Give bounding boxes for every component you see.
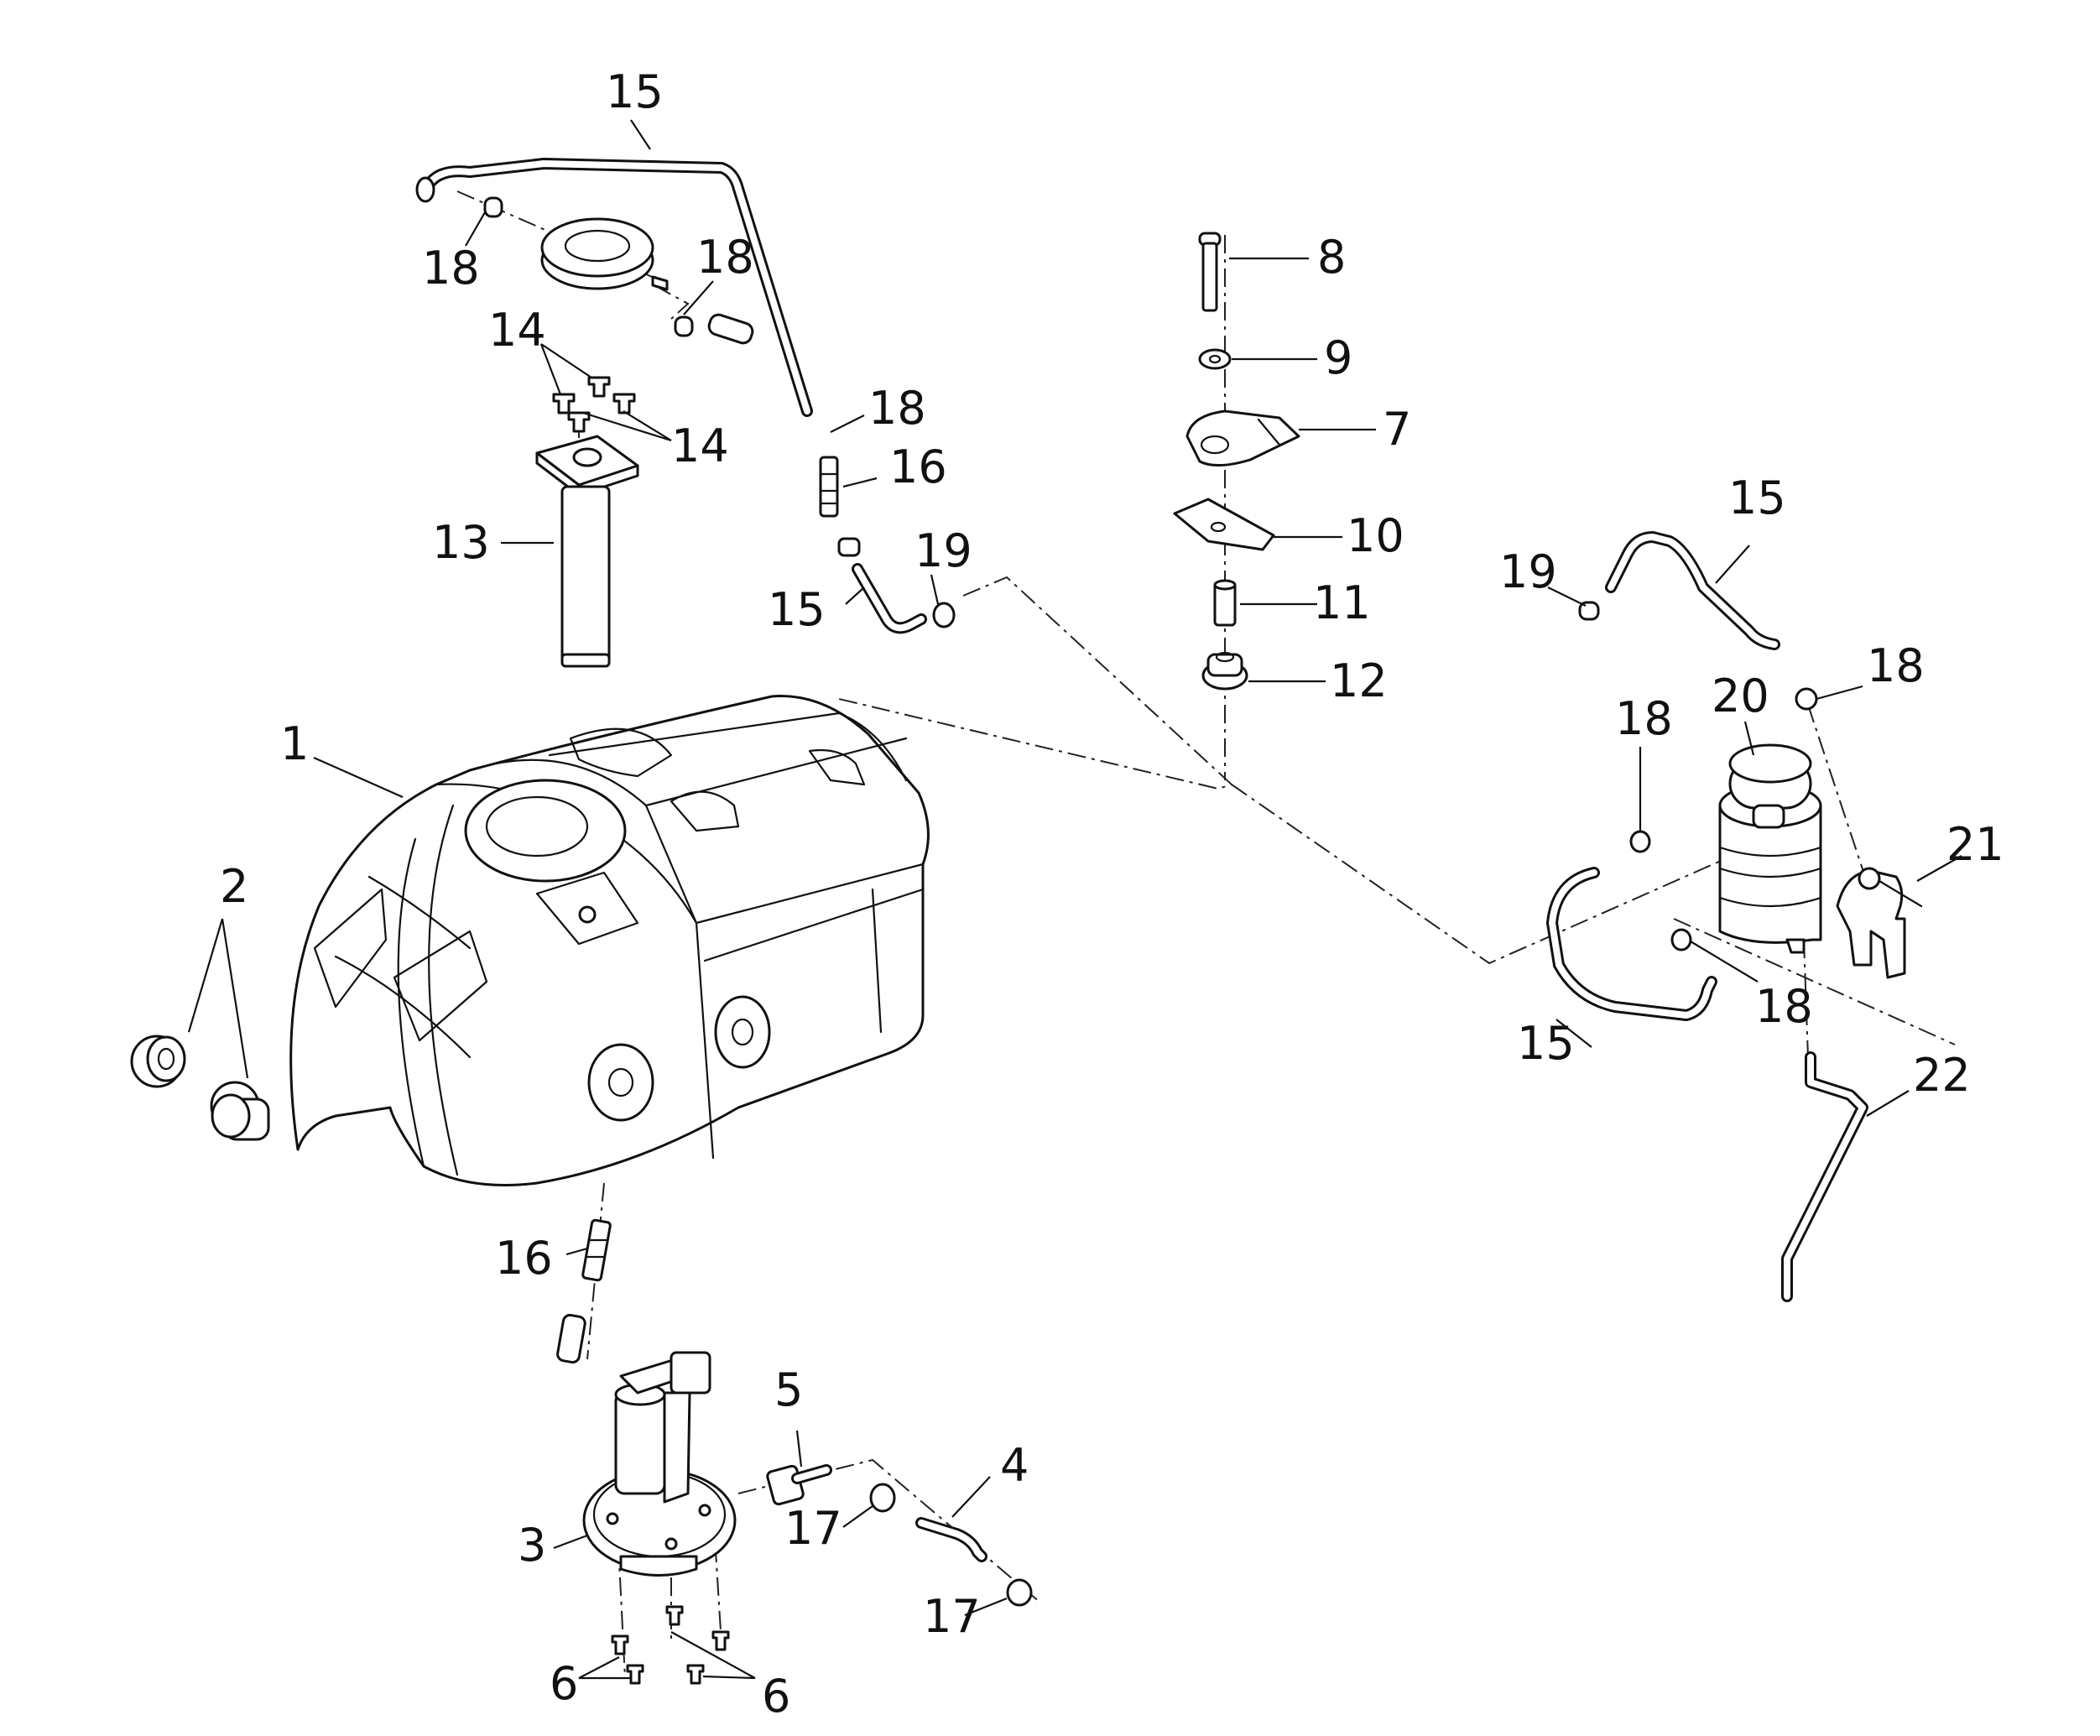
callout-18-c: 18	[868, 382, 926, 435]
callout-14-b: 14	[671, 420, 729, 472]
callout-18-right-b: 18	[1615, 692, 1673, 745]
callout-labels: 15 18 18 14 14 13 18 16 19 15 1 2 16 5 4…	[220, 65, 2004, 1723]
fuel-hose-4	[915, 1517, 987, 1562]
callout-15-top: 15	[606, 65, 664, 118]
elbow-hose-15	[852, 563, 956, 634]
pad-10	[1173, 498, 1275, 551]
callout-6-right: 6	[762, 1670, 790, 1723]
mounting-bolt-8	[1198, 232, 1222, 312]
spacer-11	[1213, 579, 1237, 627]
clips-18-19-right	[1578, 601, 1818, 951]
callout-5: 5	[774, 1363, 803, 1416]
callout-13: 13	[432, 516, 490, 569]
short-sleeve	[707, 313, 754, 345]
callout-2: 2	[220, 860, 248, 913]
callout-15-right-lower: 15	[1517, 1017, 1575, 1070]
callout-19-upper: 19	[915, 524, 972, 577]
callout-9: 9	[1324, 331, 1352, 384]
rubber-grommets	[130, 1035, 270, 1141]
hose-fitting-lower	[556, 1218, 612, 1364]
callout-12: 12	[1330, 654, 1388, 707]
fuel-pump-assembly	[582, 1351, 737, 1577]
callout-11: 11	[1313, 576, 1371, 629]
bracket-7	[1185, 409, 1300, 467]
callout-1: 1	[280, 717, 309, 770]
grommet-12	[1201, 651, 1248, 691]
callout-15-elbow: 15	[768, 583, 826, 636]
callout-18-a: 18	[422, 242, 480, 295]
vent-hose-15-upper	[1605, 531, 1780, 650]
canister-20	[1718, 743, 1822, 954]
callout-20: 20	[1712, 670, 1769, 722]
leader-lines	[187, 119, 1962, 1680]
callout-7: 7	[1383, 403, 1411, 456]
callout-14-a: 14	[488, 304, 546, 357]
callout-17-a: 17	[784, 1502, 842, 1555]
callout-18-right-c: 18	[1755, 980, 1813, 1033]
callout-19-right: 19	[1499, 545, 1557, 598]
elbow-connector	[766, 1464, 832, 1506]
callout-8: 8	[1317, 231, 1346, 284]
vent-hose-15-lower	[1546, 867, 1717, 1021]
fuel-tank	[289, 695, 930, 1186]
washer-9	[1198, 348, 1232, 370]
valve-21	[1836, 867, 1923, 979]
callout-22: 22	[1913, 1049, 1971, 1102]
hose-clips-17	[869, 1483, 1033, 1607]
callout-16-lower: 16	[495, 1232, 553, 1285]
hose-fitting-upper	[819, 456, 861, 557]
callout-16-upper: 16	[889, 441, 947, 493]
callout-21: 21	[1946, 818, 2004, 871]
callout-18-right-a: 18	[1867, 639, 1925, 692]
callout-18-b: 18	[696, 231, 754, 284]
hose-clip	[483, 196, 694, 337]
drain-hose-22	[1781, 1051, 1868, 1302]
screws-6	[611, 1605, 730, 1685]
callout-3: 3	[518, 1519, 546, 1572]
fuel-level-sender	[535, 435, 639, 668]
callout-6-left: 6	[550, 1657, 578, 1710]
callout-15-right-upper: 15	[1728, 472, 1786, 524]
filler-ring	[540, 217, 669, 291]
callout-4: 4	[1000, 1439, 1029, 1492]
top-vent-hose	[415, 158, 813, 417]
callout-10: 10	[1347, 509, 1404, 562]
screws-14	[552, 376, 636, 433]
callout-17-b: 17	[923, 1590, 981, 1643]
